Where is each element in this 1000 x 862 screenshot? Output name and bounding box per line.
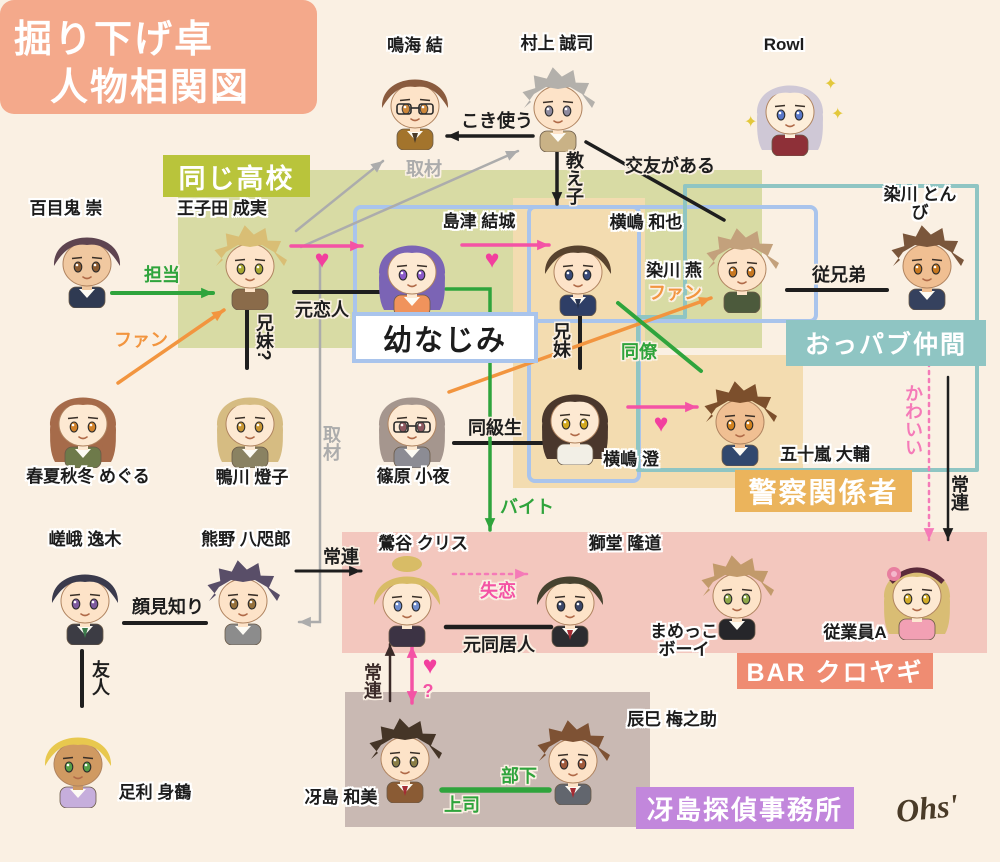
- relation-label-kouyuu: 交友がある: [625, 156, 715, 176]
- character-shinohara-sayo: [364, 372, 460, 468]
- character-name-shidou-takamichi: 獅堂 隆道: [588, 534, 662, 554]
- relation-label-juukeitei: 従兄弟: [812, 265, 866, 285]
- character-oujida-narumi: [202, 214, 298, 310]
- character-somekawa-tonbi: [879, 214, 975, 310]
- relation-label-baito: バイト: [500, 497, 554, 517]
- relation-label-kokitsukau: こき使う: [461, 111, 533, 131]
- relation-label-joushi: 上司: [444, 795, 480, 815]
- character-hitotose-meguru: [35, 372, 131, 468]
- sparkle-icon: ✦: [831, 106, 845, 123]
- sparkle-icon: ✦: [744, 114, 758, 131]
- character-doumeki-takashi: [39, 212, 135, 308]
- relation-label-shuzai-narumi: 取材: [406, 159, 442, 179]
- character-saga-itsuki: [37, 549, 133, 645]
- character-yokoshima-kazuya: [530, 220, 626, 316]
- character-name-yokoshima-sumi: 横嶋 澄: [603, 450, 659, 470]
- group-label-detective-office: 冴島探偵事務所: [636, 787, 854, 829]
- group-label-oppub: おっパブ仲間: [786, 320, 986, 366]
- relation-label-motodoukyonin: 元同居人: [463, 635, 535, 655]
- character-name-hitotose-meguru: 春夏秋冬 めぐる: [26, 467, 150, 487]
- relation-label-love-kazumi: ?: [422, 681, 434, 701]
- relation-label-oshiego: 教え子: [564, 151, 584, 205]
- relation-label-kyoudai: 兄妹: [551, 322, 571, 358]
- character-mamekko-boy: [689, 544, 785, 640]
- character-narumi-yui: [367, 54, 463, 150]
- character-name-mamekko-boy: まめっこ ボーイ: [650, 622, 718, 659]
- relation-label-fan-meguru: ファン: [114, 330, 168, 350]
- relation-label-kyoudai-q: 兄妹?: [254, 313, 274, 361]
- group-border-oppub: [636, 184, 979, 472]
- relation-label-jouren-kumano: 常連: [323, 547, 359, 567]
- character-murakami-seiji: [510, 56, 606, 152]
- character-name-oujida-narumi: 王子田 成実: [177, 199, 267, 219]
- character-name-shimazu-yuuki: 島津 結城: [442, 212, 516, 232]
- character-igarashi-daisuke: [692, 370, 788, 466]
- group-region-bar-kuroyagi: [342, 532, 987, 653]
- character-rowl: [742, 60, 838, 156]
- character-name-murakami-seiji: 村上 誠司: [520, 34, 594, 54]
- character-name-yokoshima-kazuya: 横嶋 和也: [609, 213, 683, 233]
- character-name-narumi-yui: 鳴海 結: [387, 36, 443, 56]
- relation-label-jouren-kazumi: 常連: [362, 663, 382, 699]
- character-shidou-takamichi: [522, 551, 618, 647]
- relation-label-motokoibito: 元恋人: [295, 300, 349, 320]
- character-name-kamogawa-touko: 鴨川 燈子: [215, 468, 289, 488]
- character-name-igarashi-daisuke: 五十嵐 大輔: [780, 445, 870, 465]
- relation-line-kouyuu: [584, 140, 726, 222]
- relation-label-jouren-tonbi: 常連: [949, 475, 969, 511]
- group-label-osananajimi: 幼なじみ: [352, 312, 538, 363]
- character-employee-a: [869, 544, 965, 640]
- chart-title-line1: 掘り下げ卓: [14, 19, 215, 61]
- artist-signature: Ohs': [894, 786, 960, 830]
- character-somekawa-en: [694, 217, 790, 313]
- relation-label-tantou: 担当: [144, 265, 180, 285]
- character-name-employee-a: 従業員A: [823, 623, 887, 643]
- relation-label-shuzai-kumano: 取材: [321, 425, 341, 461]
- character-kumano-yatarou: [195, 549, 291, 645]
- character-kamogawa-touko: [202, 372, 298, 468]
- group-label-bar-kuroyagi: BAR クロヤギ: [737, 653, 933, 689]
- character-ashikaga-mitsuru: [30, 712, 126, 808]
- chart-title-line2: 人物相関図: [50, 67, 251, 109]
- heart-icon: ♥: [422, 651, 438, 680]
- heart-icon: ♥: [484, 245, 500, 274]
- character-name-shinohara-sayo: 篠原 小夜: [376, 467, 450, 487]
- character-name-saejima-kazumi: 冴島 和美: [304, 788, 378, 808]
- sparkle-icon: ✦: [824, 76, 838, 93]
- relation-line-baito: [444, 287, 492, 532]
- group-label-police: 警察関係者: [735, 470, 912, 512]
- relation-line-shuzai-murakami: [299, 149, 520, 249]
- relation-line-douryou: [616, 301, 703, 373]
- character-name-doumeki-takashi: 百目鬼 崇: [29, 199, 103, 219]
- relation-label-douryou: 同僚: [621, 342, 657, 362]
- relation-label-fan-shinohara: ファン: [648, 283, 702, 303]
- relation-label-kaomishiri: 顔見知り: [132, 597, 204, 617]
- relation-label-shitsuren: 失恋: [480, 581, 516, 601]
- character-name-uguisudani-chris: 鶯谷 クリス: [378, 534, 468, 554]
- character-name-rowl: Rowl: [763, 35, 805, 55]
- character-yokoshima-sumi: [527, 369, 623, 465]
- character-name-somekawa-tonbi: 染川 とんび: [883, 185, 957, 222]
- relation-label-buka: 部下: [501, 766, 537, 786]
- heart-icon: ♥: [653, 409, 669, 438]
- relation-label-yuujin: 友人: [90, 660, 110, 696]
- character-name-ashikaga-mitsuru: 足利 身鶴: [118, 783, 192, 803]
- character-name-tatsumi-umenosuke: 辰巳 梅之助: [627, 710, 717, 730]
- character-saejima-kazumi: [357, 707, 453, 803]
- character-uguisudani-chris: [359, 551, 455, 647]
- relation-label-kawaii: かわいい: [903, 384, 923, 456]
- character-shimazu-yuuki: [364, 220, 460, 316]
- chart-title-box: 掘り下げ卓 人物相関図: [0, 0, 317, 114]
- heart-icon: ♥: [314, 245, 330, 274]
- relation-line-fan-shinohara: [447, 296, 713, 394]
- character-tatsumi-umenosuke: [525, 709, 621, 805]
- relation-line-fan-meguru: [116, 308, 226, 385]
- character-name-somekawa-en: 染川 燕: [646, 261, 702, 281]
- relation-line-shuzai-narumi: [294, 159, 385, 233]
- character-name-saga-itsuki: 嵯峨 逸木: [48, 530, 122, 550]
- group-label-same-school: 同じ高校: [163, 155, 310, 197]
- character-name-kumano-yatarou: 熊野 八咫郎: [201, 530, 291, 550]
- relation-label-doukyuusei: 同級生: [468, 418, 522, 438]
